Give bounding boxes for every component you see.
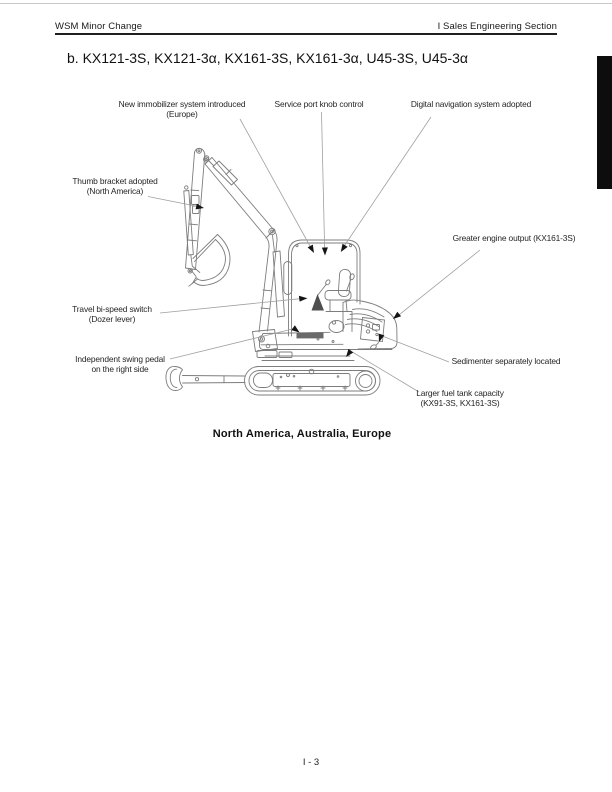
header-right: I Sales Engineering Section (437, 21, 557, 32)
callout-arrows (195, 203, 402, 357)
callout-label-greater-engine: Greater engine output (KX161-3S) (448, 233, 580, 244)
canopy (283, 239, 361, 337)
callout-text: Greater engine output (KX161-3S) (452, 233, 576, 243)
engine-hood (342, 299, 398, 350)
callout-text: on the right side (91, 363, 149, 374)
callout-label-new-immobilizer: New immobilizer system introduced (Europ… (107, 99, 257, 120)
callout-leader-lines (147, 111, 481, 393)
page-top-edge (0, 3, 612, 4)
deck (256, 331, 393, 358)
callout-text: New immobilizer system introduced (118, 99, 246, 109)
callout-text: (KX91-3S, KX161-3S) (420, 397, 500, 408)
section-index-tab (597, 56, 612, 189)
header-left: WSM Minor Change (55, 21, 143, 32)
figure-caption: North America, Australia, Europe (212, 428, 392, 440)
dozer-blade (165, 366, 246, 391)
seat-and-controls (311, 269, 355, 333)
callout-label-independent-swing: Independent swing pedal on the right sid… (55, 354, 185, 375)
callout-text: (North America) (86, 185, 144, 196)
boom (203, 155, 285, 352)
callout-text: (Europe) (166, 108, 198, 119)
arm (183, 147, 209, 277)
callout-label-travel-bispeed: Travel bi-speed switch (Dozer lever) (47, 304, 177, 325)
section-heading: b. KX121-3S, KX121-3α, KX161-3S, KX161-3… (67, 50, 468, 66)
callout-text: Travel bi-speed switch (72, 304, 152, 314)
callout-text: Independent swing pedal (75, 354, 165, 364)
callout-label-larger-fuel: Larger fuel tank capacity (KX91-3S, KX16… (398, 388, 522, 409)
callout-label-thumb-bracket: Thumb bracket adopted (North America) (50, 176, 180, 197)
tracks (244, 355, 381, 396)
callout-text: Sedimenter separately located (451, 356, 561, 366)
header-rule (55, 33, 557, 35)
callout-text: Digital navigation system adopted (410, 99, 532, 109)
callout-text: Service port knob control (274, 99, 364, 109)
callout-text: Thumb bracket adopted (72, 176, 158, 186)
bucket (188, 234, 231, 287)
callout-label-sedimenter: Sedimenter separately located (444, 356, 568, 367)
callout-text: (Dozer lever) (88, 313, 136, 324)
page-number: I - 3 (302, 757, 320, 768)
callout-label-service-port: Service port knob control (259, 99, 379, 110)
callout-label-digital-nav: Digital navigation system adopted (406, 99, 536, 110)
callout-text: Larger fuel tank capacity (416, 388, 504, 398)
